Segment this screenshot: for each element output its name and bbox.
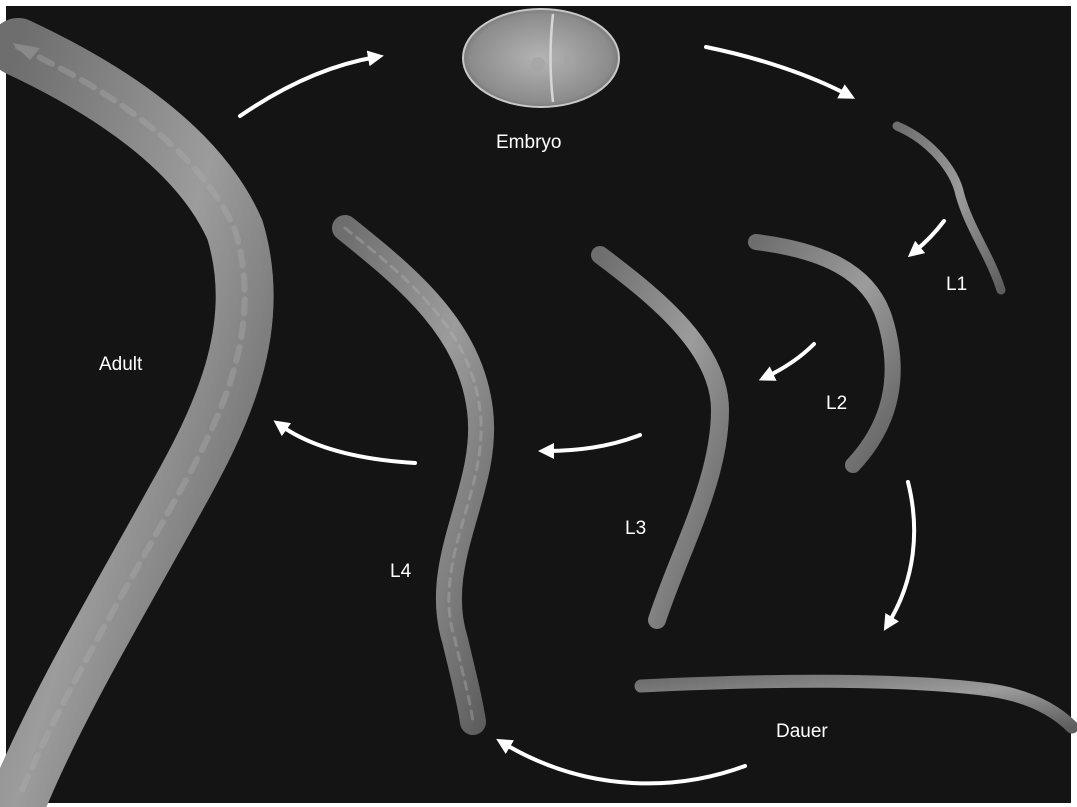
label-l3: L3 (625, 518, 646, 539)
label-adult: Adult (99, 354, 143, 375)
label-embryo: Embryo (496, 132, 561, 153)
label-dauer: Dauer (776, 721, 828, 742)
label-l2: L2 (826, 393, 847, 414)
label-l1: L1 (946, 274, 967, 295)
embryo-image (463, 9, 619, 107)
label-l4: L4 (390, 561, 412, 582)
